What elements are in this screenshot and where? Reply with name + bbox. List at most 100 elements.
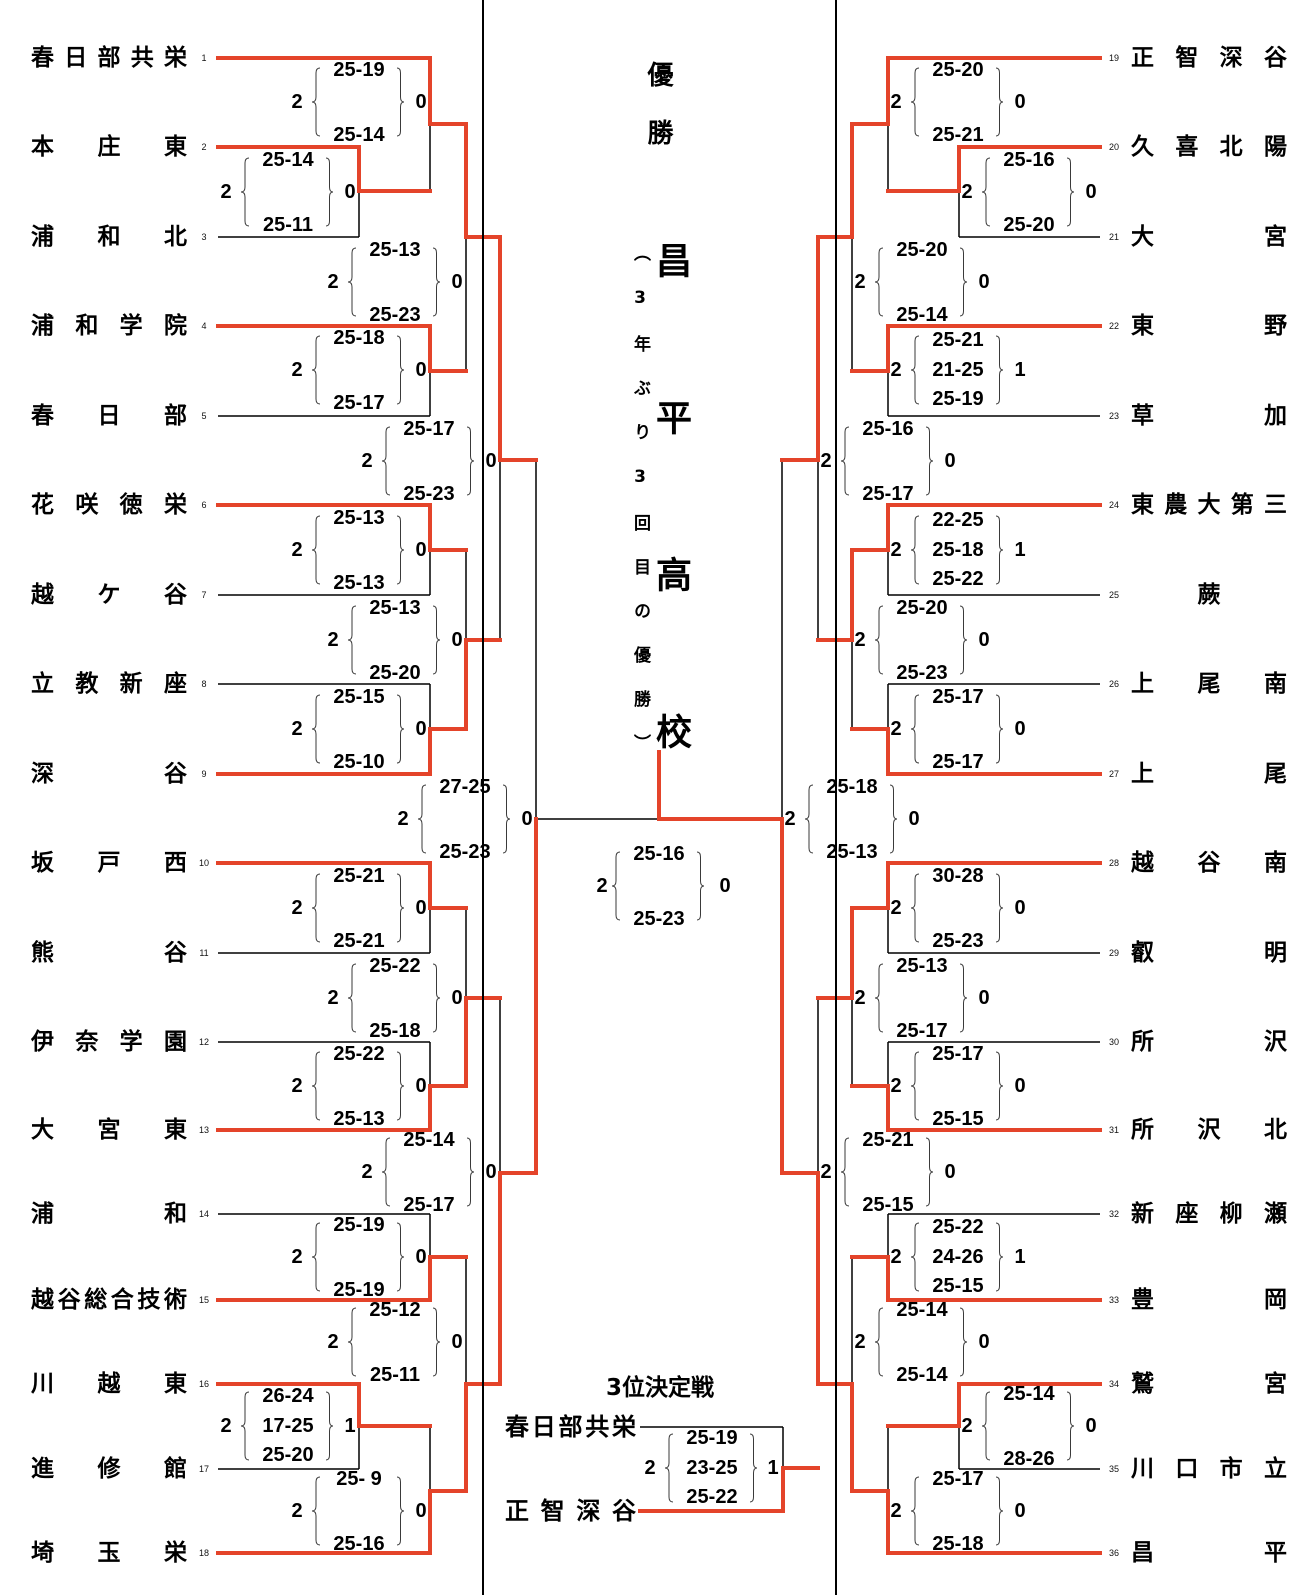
name-char: 所 (1131, 1029, 1154, 1055)
seed-number: 34 (1108, 1379, 1120, 1389)
set-score: 25-18 (333, 327, 385, 349)
name-char: 所 (1131, 1117, 1154, 1143)
set-score: 25-20 (369, 662, 421, 684)
name-char: 上 (1131, 671, 1154, 697)
open-brace-icon (311, 1476, 321, 1546)
team-name: 春日部共栄 (31, 44, 187, 72)
name-char: 共 (585, 1413, 610, 1441)
close-brace-icon (466, 426, 475, 496)
set-count-right: 1 (1014, 359, 1026, 381)
name-char: 尾 (1264, 761, 1287, 787)
set-count-left: 2 (291, 359, 303, 381)
set-count-right: 0 (451, 1331, 463, 1353)
name-char: 農 (1164, 492, 1188, 518)
team-name: 坂戸西 (31, 849, 187, 877)
set-count-right: 0 (451, 629, 463, 651)
name-char: 修 (97, 1456, 121, 1482)
name-char: 新 (1131, 1201, 1154, 1227)
name-char: 春 (31, 403, 54, 429)
close-brace-icon (432, 1307, 441, 1377)
column-dividers (482, 0, 837, 1595)
set-count-left: 2 (961, 1415, 973, 1437)
set-score: 25-17 (403, 1194, 455, 1216)
name-char: 技 (137, 1287, 161, 1313)
close-brace-icon (889, 784, 898, 854)
name-char: 口 (1175, 1456, 1199, 1482)
open-brace-icon (910, 873, 920, 943)
set-score: 25-19 (333, 59, 385, 81)
name-char: 谷 (57, 1287, 81, 1313)
close-brace-icon (696, 851, 705, 921)
set-count-right: 0 (415, 359, 427, 381)
open-brace-icon (240, 1391, 250, 1461)
seed-number: 12 (198, 1037, 210, 1047)
set-score: 21-25 (932, 359, 984, 381)
set-score: 25-14 (896, 1299, 948, 1321)
name-char: 西 (164, 850, 187, 876)
seed-number: 7 (201, 590, 207, 600)
set-count-left: 2 (291, 1075, 303, 1097)
set-score: 25-14 (896, 1364, 948, 1386)
set-count-right: 0 (415, 91, 427, 113)
name-char: 正 (505, 1497, 529, 1525)
name-char: 東 (164, 1117, 187, 1143)
name-char: 伊 (31, 1029, 54, 1055)
name-char: 館 (164, 1456, 187, 1482)
set-count-right: 0 (944, 450, 956, 472)
seed-number: 35 (1108, 1464, 1120, 1474)
name-char: 東 (1131, 492, 1154, 518)
team-name: 久喜北陽 (1131, 133, 1287, 161)
set-score: 25-23 (633, 908, 685, 930)
open-brace-icon (910, 515, 920, 585)
open-brace-icon (417, 784, 427, 854)
name-char: 奈 (75, 1029, 99, 1055)
name-char: 浦 (31, 1201, 54, 1227)
name-char: 院 (163, 313, 187, 339)
open-brace-icon (347, 1307, 357, 1377)
team-name: 立教新座 (31, 670, 187, 698)
set-count-left: 2 (327, 629, 339, 651)
set-count-left: 2 (820, 1161, 832, 1183)
team-name: 深谷 (31, 760, 187, 788)
name-char: 第 (1230, 492, 1254, 518)
set-score: 25-22 (369, 955, 421, 977)
team-name: 進修館 (31, 1455, 187, 1483)
set-count-right: 0 (1014, 897, 1026, 919)
name-char: 越 (31, 582, 54, 608)
seed-number: 13 (198, 1125, 210, 1135)
set-count-left: 2 (890, 539, 902, 561)
seed-number: 10 (198, 858, 210, 868)
open-brace-icon (611, 851, 621, 921)
open-brace-icon (311, 67, 321, 137)
set-score: 25-17 (932, 1043, 984, 1065)
set-score: 25-13 (369, 597, 421, 619)
close-brace-icon (995, 1051, 1004, 1121)
set-count-left: 2 (596, 875, 608, 897)
name-char: 智 (540, 1497, 565, 1525)
team-name: 越ケ谷 (31, 581, 187, 609)
set-score: 17-25 (262, 1415, 314, 1437)
name-char: 和 (164, 1201, 187, 1227)
set-score: 25-14 (1003, 1383, 1055, 1405)
seed-number: 25 (1108, 590, 1120, 600)
team-name: 所沢北 (1131, 1116, 1287, 1144)
set-score: 25-23 (896, 662, 948, 684)
name-char: 部 (97, 45, 121, 71)
open-brace-icon (840, 1137, 850, 1207)
name-char: 北 (1264, 1117, 1287, 1143)
name-char: 日 (531, 1413, 556, 1441)
set-count-right: 0 (719, 875, 731, 897)
set-count-right: 1 (767, 1457, 779, 1479)
score-braces (240, 67, 1075, 1546)
set-count-right: 0 (978, 629, 990, 651)
set-score: 25-22 (932, 568, 984, 590)
team-name: 草加 (1131, 402, 1287, 430)
close-brace-icon (995, 873, 1004, 943)
name-char: 徳 (119, 492, 143, 518)
name-char: 東 (164, 134, 187, 160)
set-score: 25-20 (896, 597, 948, 619)
open-brace-icon (804, 784, 814, 854)
set-count-left: 2 (327, 987, 339, 1009)
set-count-right: 0 (451, 987, 463, 1009)
